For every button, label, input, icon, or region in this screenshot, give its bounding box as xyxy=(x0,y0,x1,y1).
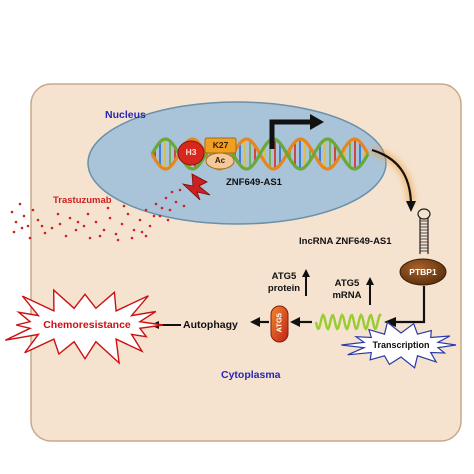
ac-label: Ac xyxy=(214,156,226,165)
atg5-mrna-label-line2: mRNA xyxy=(332,290,362,301)
trastuzumab-dot xyxy=(22,214,26,218)
trastuzumab-dot xyxy=(88,236,92,240)
k27-label: K27 xyxy=(212,140,229,150)
transcription-burst xyxy=(341,321,457,369)
atg5-mrna-wave xyxy=(314,312,382,332)
trastuzumab-dot xyxy=(148,224,152,228)
trastuzumab-dot xyxy=(154,202,158,206)
trastuzumab-dot xyxy=(56,212,60,216)
trastuzumab-dot xyxy=(178,188,182,192)
atg5-shape-label: ATG5 xyxy=(274,313,284,333)
trastuzumab-dot xyxy=(50,226,54,230)
trastuzumab-dot xyxy=(168,208,172,212)
atg5-protein-label-line2: protein xyxy=(267,283,301,294)
cytoplasma-label: Cytoplasma xyxy=(221,369,281,381)
trastuzumab-dot xyxy=(82,224,86,228)
trastuzumab-dot xyxy=(40,224,44,228)
trastuzumab-dot xyxy=(58,222,62,226)
atg5-protein-label-line1: ATG5 xyxy=(271,271,297,282)
trastuzumab-dot xyxy=(116,238,120,242)
trastuzumab-dot xyxy=(174,200,178,204)
trastuzumab-dot xyxy=(14,220,18,224)
atg5-mrna-label-line1: ATG5 xyxy=(334,278,360,289)
trastuzumab-dot xyxy=(31,208,35,212)
trastuzumab-dot xyxy=(20,226,24,230)
trastuzumab-dot xyxy=(126,212,130,216)
gene-label: ZNF649-AS1 xyxy=(226,177,282,188)
trastuzumab-dot xyxy=(166,218,170,222)
trastuzumab-dot xyxy=(106,206,110,210)
trastuzumab-dot xyxy=(158,214,162,218)
trastuzumab-dot xyxy=(28,236,32,240)
acetyl-mark xyxy=(205,152,235,170)
chemoresistance-burst xyxy=(4,288,164,365)
trastuzumab-dot xyxy=(12,230,16,234)
trastuzumab-dot xyxy=(152,214,156,218)
trastuzumab-dot xyxy=(43,231,47,235)
transcription-start-arrow xyxy=(269,114,324,149)
trastuzumab-dot xyxy=(98,234,102,238)
trastuzumab-dot xyxy=(120,222,124,226)
histone-h3 xyxy=(177,140,205,166)
trastuzumab-label: Trastuzumab xyxy=(53,195,112,206)
trastuzumab-dot xyxy=(164,196,168,200)
transcription-label: Transcription xyxy=(372,340,430,350)
ptbp1-to-mrna-arrow xyxy=(394,286,426,324)
trastuzumab-dot xyxy=(138,218,142,222)
lncrna-label: lncRNA ZNF649-AS1 xyxy=(299,236,392,247)
ptbp1-protein xyxy=(399,258,447,286)
trastuzumab-dot xyxy=(170,190,174,194)
trastuzumab-dot xyxy=(94,220,98,224)
trastuzumab-dot xyxy=(18,202,22,206)
trastuzumab-dot xyxy=(130,236,134,240)
trastuzumab-dot xyxy=(140,230,144,234)
trastuzumab-dot xyxy=(144,208,148,212)
trastuzumab-dot xyxy=(76,220,80,224)
trastuzumab-dot xyxy=(64,234,68,238)
lncrna-stem-loop xyxy=(417,208,431,254)
trastuzumab-dot xyxy=(10,210,14,214)
trastuzumab-dot xyxy=(74,228,78,232)
trastuzumab-dot xyxy=(182,204,186,208)
trastuzumab-dots xyxy=(10,188,186,242)
nucleus-label: Nucleus xyxy=(105,109,146,121)
trastuzumab-dot xyxy=(160,206,164,210)
trastuzumab-dot xyxy=(122,204,126,208)
trastuzumab-dot xyxy=(132,228,136,232)
trastuzumab-dot xyxy=(26,224,30,228)
trastuzumab-dot xyxy=(114,232,118,236)
trastuzumab-dot xyxy=(36,218,40,222)
trastuzumab-dot xyxy=(102,228,106,232)
h3-label: H3 xyxy=(185,147,197,157)
protein-up-arrow xyxy=(302,269,310,296)
trastuzumab-dot xyxy=(68,216,72,220)
atg5-protein-shape xyxy=(270,305,289,343)
trastuzumab-dot xyxy=(86,212,90,216)
chemoresistance-label: Chemoresistance xyxy=(43,319,131,331)
mrna-up-arrow xyxy=(366,277,374,305)
trastuzumab-dot xyxy=(108,216,112,220)
trastuzumab-dot xyxy=(144,234,148,238)
lightning-bolt-icon xyxy=(181,173,211,201)
autophagy-label: Autophagy xyxy=(183,319,238,331)
ptbp1-label: PTBP1 xyxy=(409,267,437,277)
export-arrow xyxy=(371,148,413,204)
